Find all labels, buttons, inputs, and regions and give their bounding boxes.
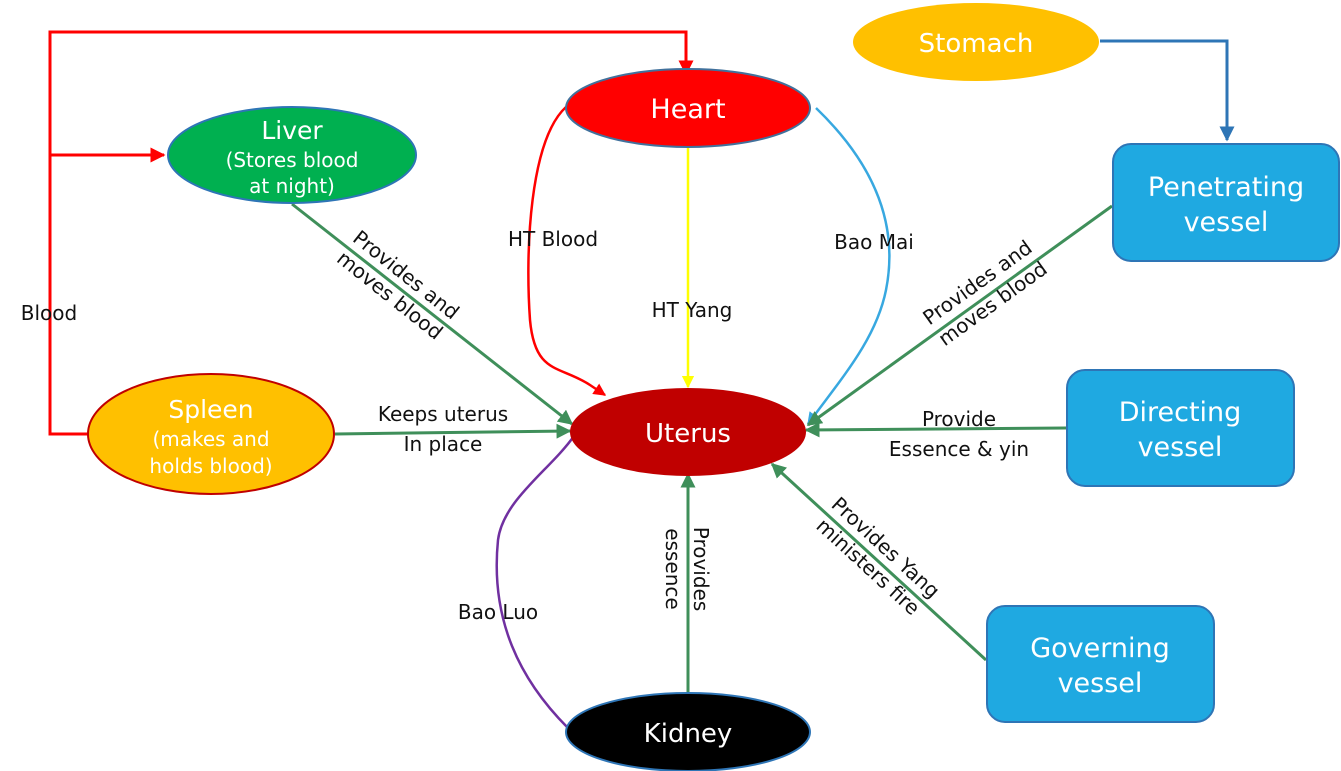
edge-spleen-uterus [334, 423, 572, 439]
node-spleen-label: Spleen [168, 395, 253, 424]
edge-penetrating-uterus [806, 204, 1113, 427]
edge-ht-blood [527, 106, 607, 397]
edge-bao-luo [495, 435, 576, 729]
node-stomach-label: Stomach [919, 29, 1034, 59]
label-ht-blood: HT Blood [508, 227, 598, 251]
node-uterus-label: Uterus [645, 419, 731, 449]
label-blood: Blood [21, 301, 77, 325]
edge-directing-uterus [804, 422, 1067, 438]
label-ht-yang: HT Yang [652, 298, 733, 322]
node-spleen-sub2: holds blood) [149, 454, 272, 478]
node-liver-sub2: at night) [249, 174, 335, 198]
node-penetrating-line2: vessel [1184, 207, 1269, 238]
edge-spleen-blood-loop [48, 30, 694, 436]
label-penetrating-edge: Provides and moves blood [918, 235, 1051, 351]
node-liver-sub1: (Stores blood [226, 148, 359, 172]
label-bao-mai: Bao Mai [834, 230, 914, 254]
node-governing-line1: Governing [1030, 633, 1170, 664]
node-liver-label: Liver [261, 116, 323, 145]
label-liver-edge: Provides and moves blood [332, 225, 464, 344]
node-uterus[interactable]: Uterus [570, 388, 806, 476]
label-spleen-edge-line1: Keeps uterus [378, 402, 508, 426]
node-liver[interactable]: Liver (Stores blood at night) [167, 106, 417, 204]
node-directing-line1: Directing [1119, 397, 1242, 428]
label-spleen-edge-line2: In place [404, 432, 483, 456]
node-spleen-sub1: (makes and [152, 427, 269, 451]
node-stomach[interactable]: Stomach [853, 3, 1099, 81]
edge-liver-uterus [291, 202, 574, 426]
node-governing-line2: vessel [1058, 668, 1143, 699]
node-kidney[interactable]: Kidney [565, 692, 811, 771]
label-governing-edge: Provides Yang ministers fire [812, 492, 945, 620]
edge-governing-uterus [770, 462, 988, 662]
label-directing-edge-line2: Essence & yin [889, 437, 1029, 461]
label-directing-edge-line1: Provide [922, 407, 996, 431]
label-kidney-edge-line2: essence [661, 528, 685, 609]
label-kidney-edge-line1: Provides [689, 527, 713, 612]
label-bao-luo: Bao Luo [458, 600, 538, 624]
node-governing-vessel[interactable]: Governing vessel [986, 605, 1215, 723]
node-heart[interactable]: Heart [565, 68, 811, 148]
node-kidney-label: Kidney [644, 719, 733, 749]
node-heart-label: Heart [650, 94, 725, 125]
label-kidney-edge: Provides essence [661, 527, 713, 612]
node-penetrating-line1: Penetrating [1148, 172, 1304, 203]
node-penetrating-vessel[interactable]: Penetrating vessel [1112, 143, 1340, 262]
edge-stomach-penetrating [1100, 39, 1235, 142]
node-spleen[interactable]: Spleen (makes and holds blood) [87, 373, 335, 495]
node-directing-vessel[interactable]: Directing vessel [1066, 369, 1295, 487]
edge-bao-mai [806, 107, 891, 426]
node-directing-line2: vessel [1138, 432, 1223, 463]
